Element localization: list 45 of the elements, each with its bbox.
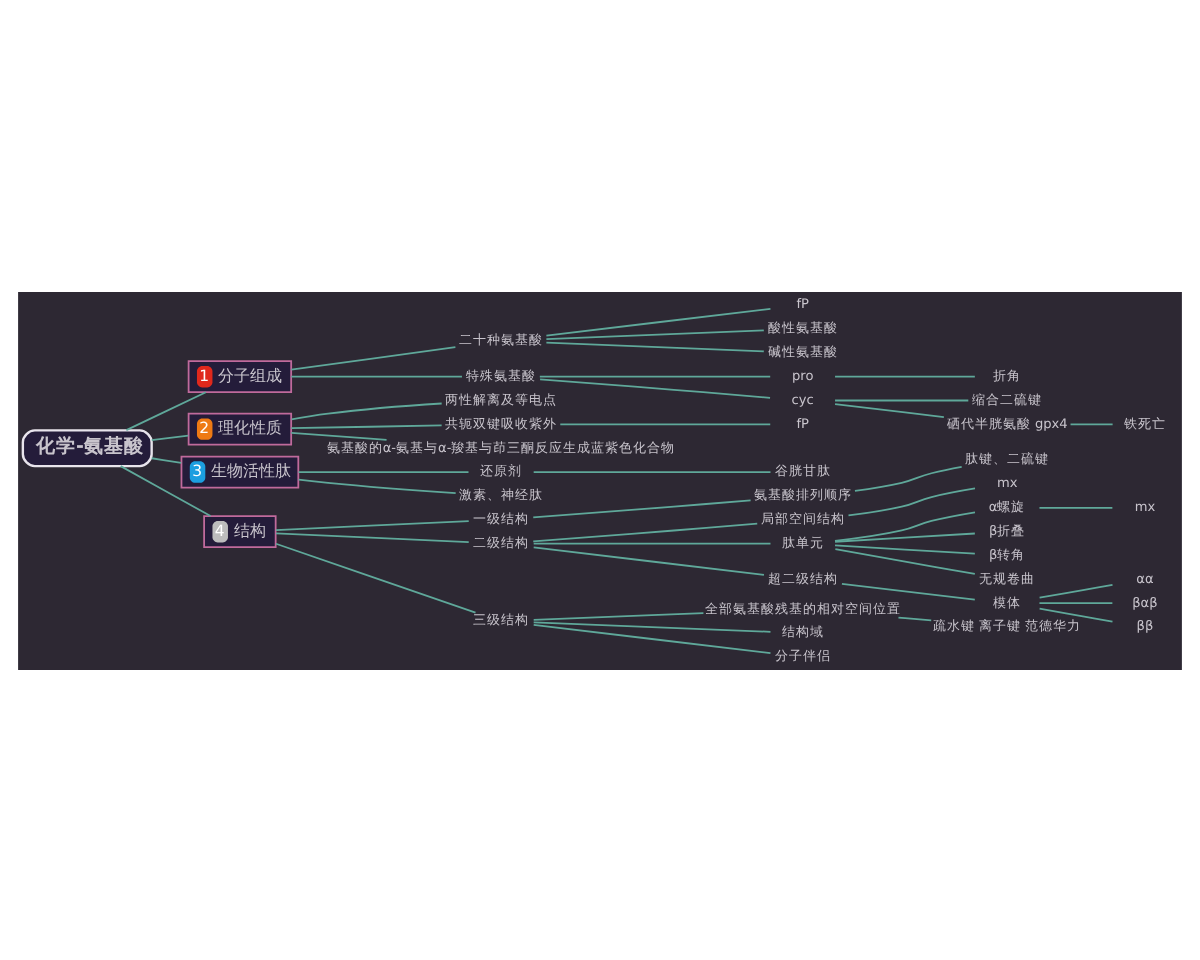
connector — [532, 498, 752, 518]
connector — [834, 531, 976, 542]
connector — [275, 519, 470, 530]
connector — [150, 456, 183, 463]
connector — [539, 377, 771, 398]
connector — [834, 543, 976, 554]
connector — [297, 470, 470, 472]
connector — [532, 611, 705, 620]
connector — [275, 541, 477, 613]
connector — [532, 470, 772, 472]
connector — [532, 620, 772, 632]
connector — [538, 374, 772, 377]
connector — [532, 622, 772, 654]
connector — [119, 464, 212, 516]
connector — [297, 477, 457, 493]
connector — [834, 547, 976, 574]
connector — [847, 486, 976, 516]
connector — [834, 510, 976, 541]
connector — [897, 615, 933, 621]
node-box: 化学-氨基酸 — [21, 428, 153, 467]
connector — [290, 401, 443, 420]
connector — [1038, 606, 1114, 622]
connector — [559, 422, 772, 425]
connector — [125, 390, 207, 431]
connector — [545, 306, 772, 336]
connector — [290, 345, 457, 370]
connector — [532, 545, 765, 575]
connector — [532, 521, 759, 542]
connector — [545, 328, 765, 339]
connector — [290, 374, 463, 377]
connector — [1069, 422, 1114, 425]
connector — [290, 430, 388, 440]
connector — [834, 374, 976, 377]
connector — [854, 465, 963, 491]
connector — [1038, 583, 1114, 598]
connector — [275, 531, 470, 543]
connector — [545, 340, 765, 352]
connector — [532, 541, 772, 544]
connector — [834, 398, 970, 401]
connector — [150, 433, 190, 441]
connector — [290, 423, 443, 429]
connector — [1038, 505, 1114, 508]
connector — [834, 402, 945, 417]
connector — [841, 581, 976, 600]
connector — [1038, 601, 1114, 604]
